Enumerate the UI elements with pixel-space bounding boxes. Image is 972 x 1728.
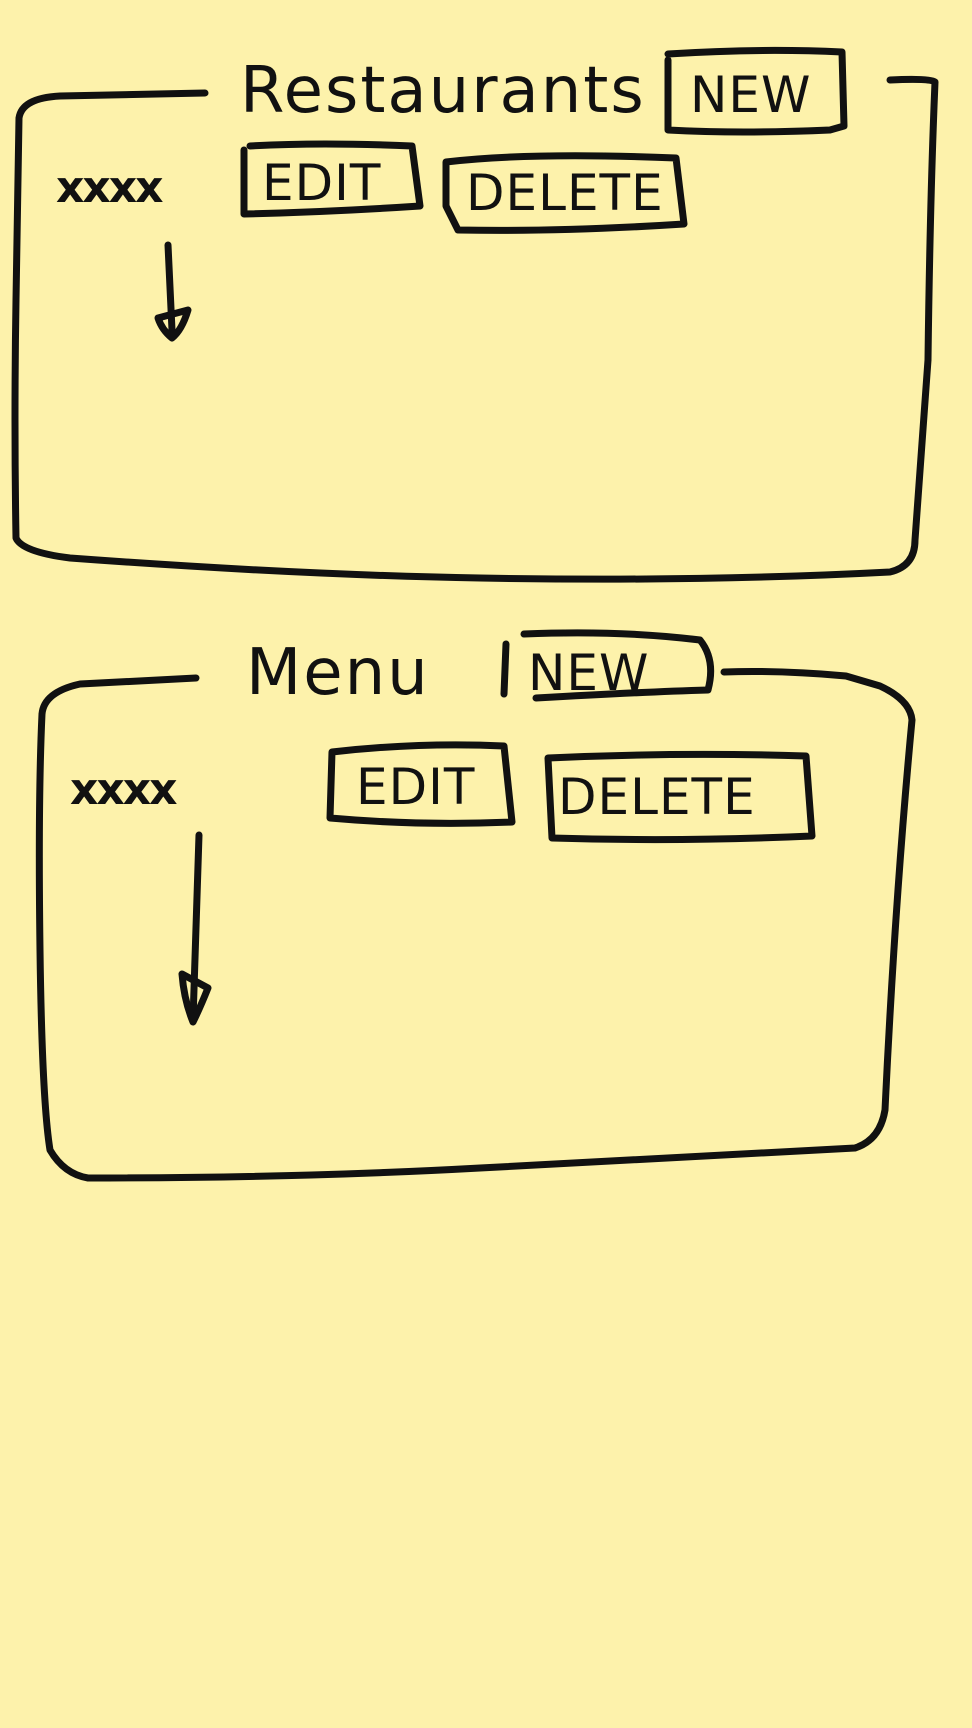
menu-panel: Menu NEW xxxx EDIT DELETE xyxy=(35,629,916,1182)
restaurants-panel: Restaurants NEW xxxx EDIT DELETE xyxy=(11,46,939,583)
restaurants-edit-label: EDIT xyxy=(262,154,381,212)
restaurants-new-button-border xyxy=(664,46,848,136)
arrow-down-icon xyxy=(154,241,192,342)
menu-new-button-border xyxy=(500,629,715,702)
restaurants-edit-button[interactable]: EDIT xyxy=(240,140,424,218)
restaurants-delete-button-border xyxy=(442,152,688,234)
restaurants-item-name: xxxx xyxy=(56,162,163,213)
menu-new-label: NEW xyxy=(528,644,649,702)
restaurants-list-item: xxxx EDIT DELETE xyxy=(56,140,688,342)
menu-item-name: xxxx xyxy=(70,764,177,815)
restaurants-new-label: NEW xyxy=(690,66,811,124)
menu-edit-button[interactable]: EDIT xyxy=(326,741,516,827)
menu-edit-label: EDIT xyxy=(356,758,475,816)
menu-delete-button[interactable]: DELETE xyxy=(544,750,816,844)
menu-title: Menu xyxy=(246,636,430,710)
restaurants-title: Restaurants xyxy=(240,54,646,128)
menu-panel-frame xyxy=(35,668,916,1182)
menu-list-item: xxxx EDIT DELETE xyxy=(70,741,816,1026)
restaurants-delete-button[interactable]: DELETE xyxy=(442,152,688,234)
arrow-down-icon xyxy=(178,831,212,1026)
restaurants-new-button[interactable]: NEW xyxy=(664,46,848,136)
menu-new-button[interactable]: NEW xyxy=(500,629,715,702)
menu-delete-label: DELETE xyxy=(558,768,756,826)
restaurants-panel-frame xyxy=(11,75,939,583)
menu-delete-button-border xyxy=(544,750,816,844)
menu-edit-button-border xyxy=(326,741,516,827)
restaurants-edit-button-border xyxy=(240,140,424,218)
restaurants-delete-label: DELETE xyxy=(466,164,664,222)
